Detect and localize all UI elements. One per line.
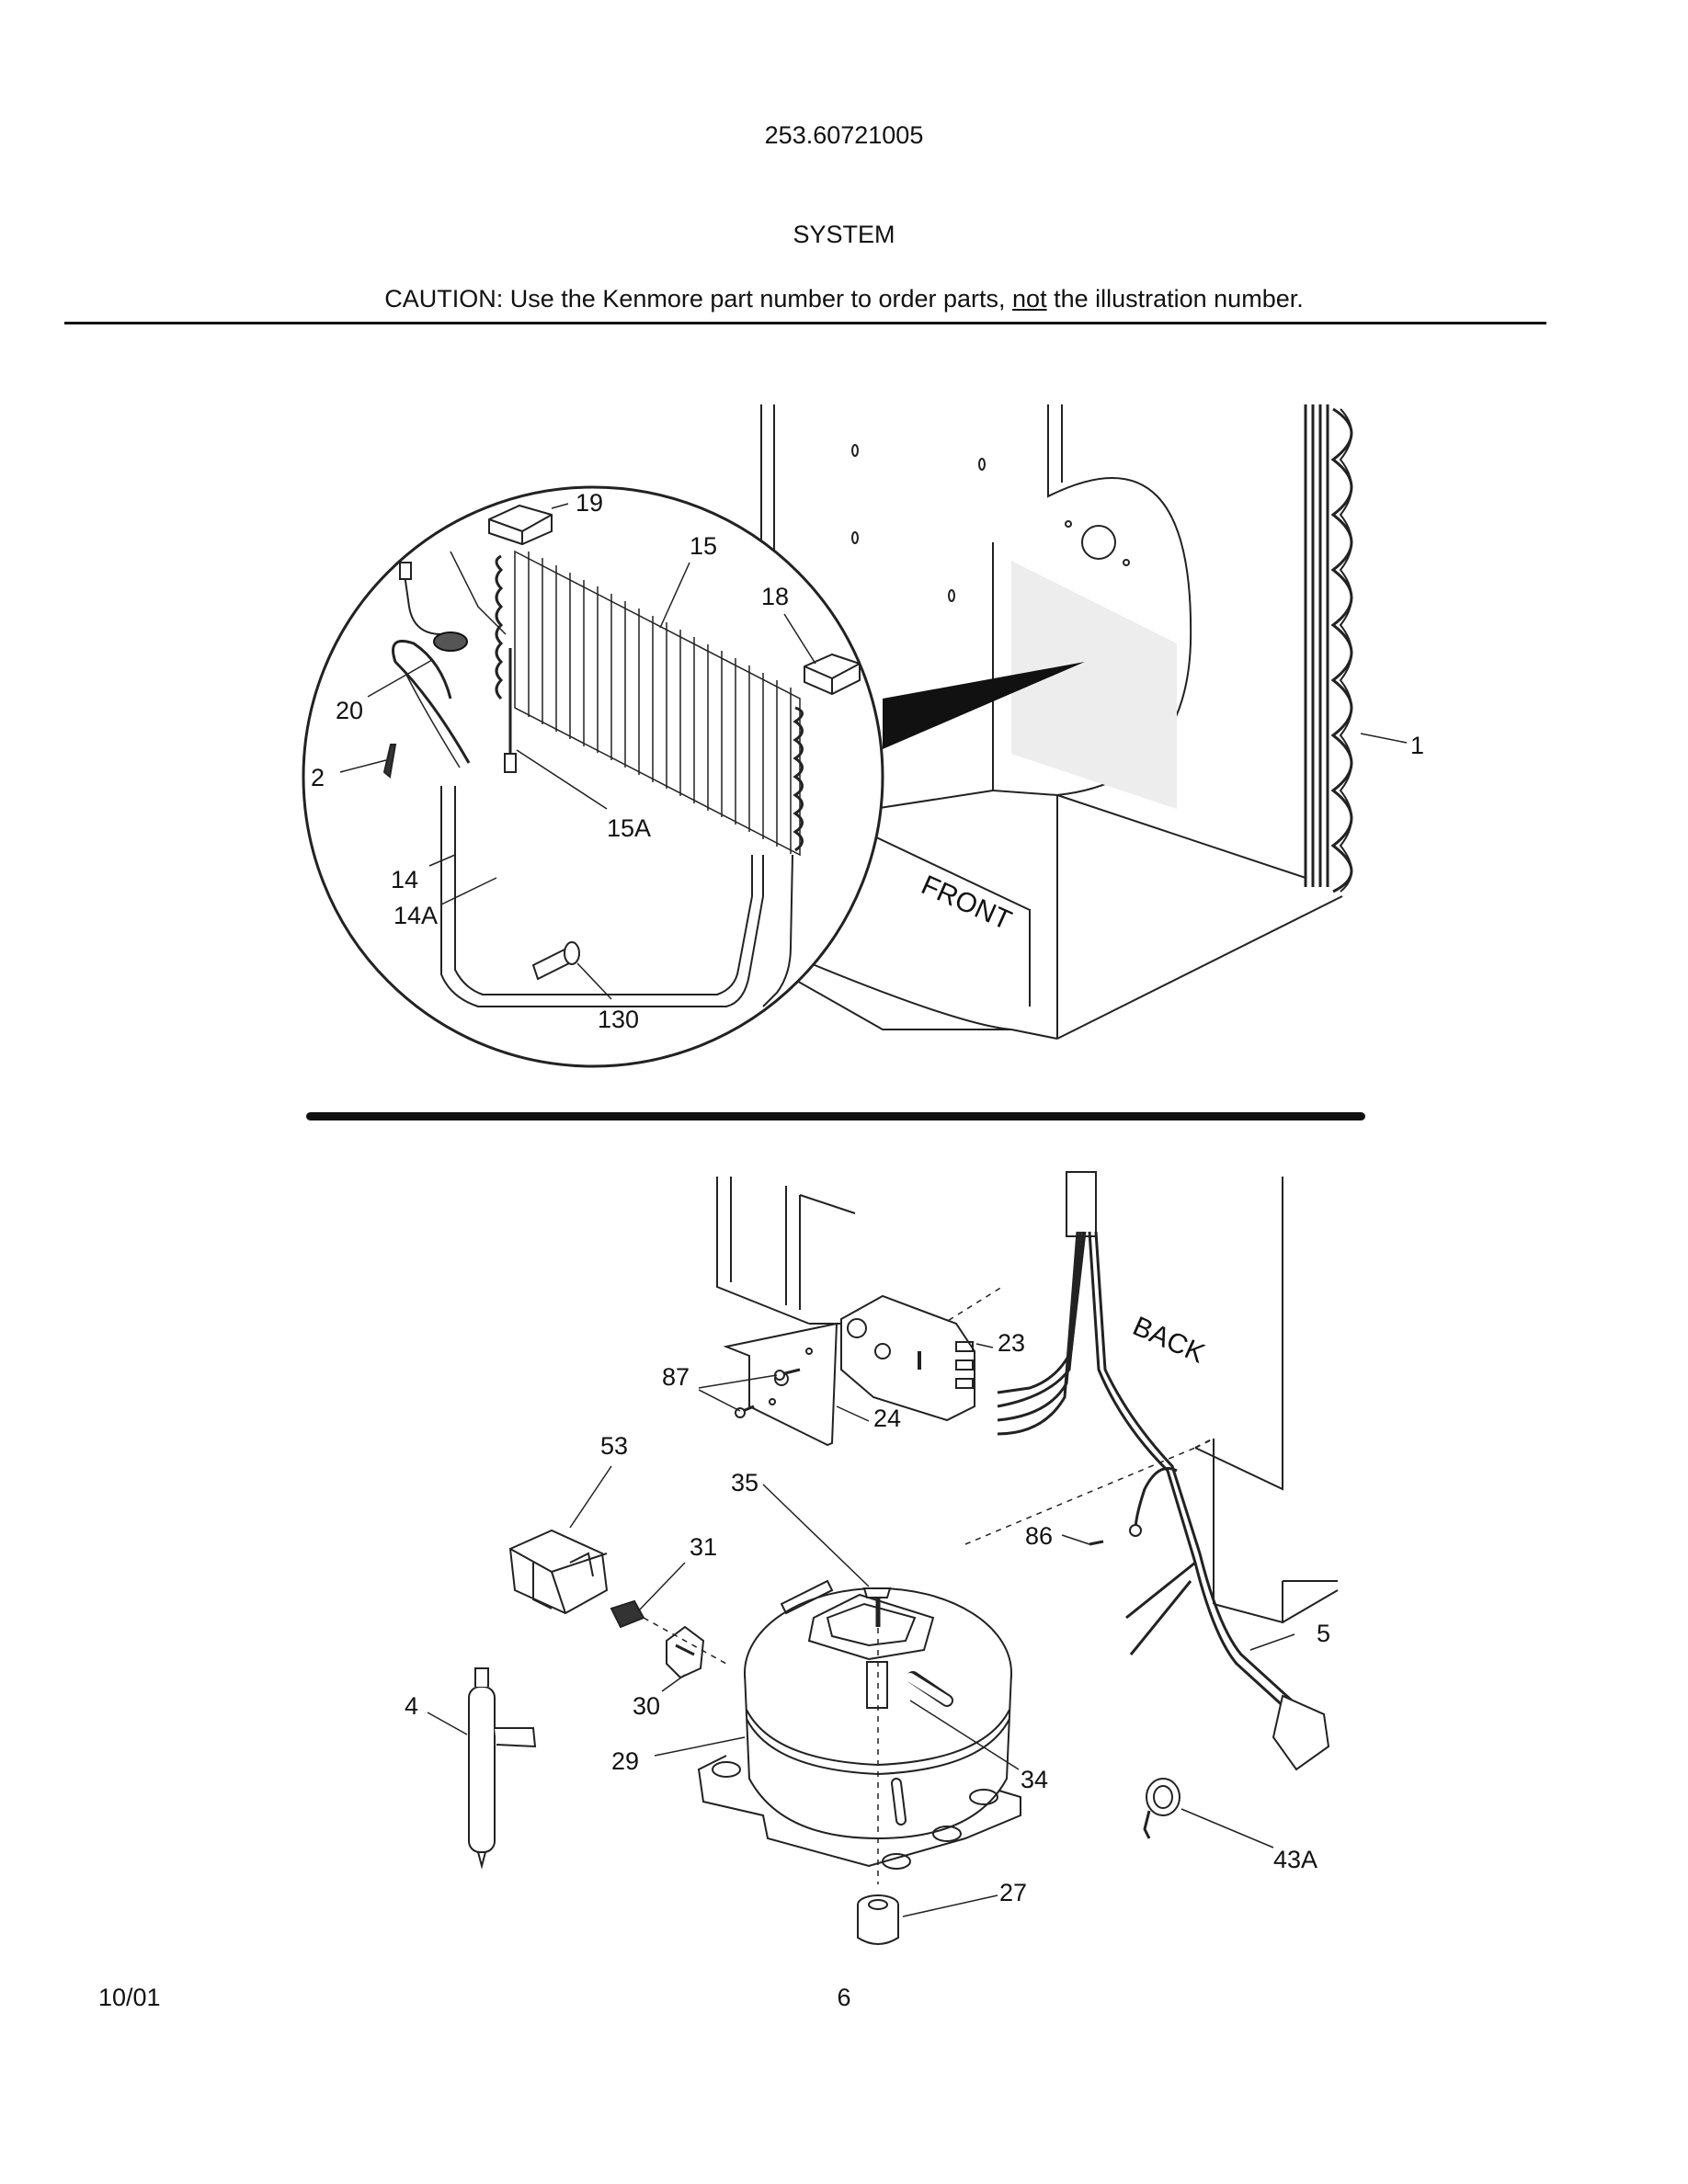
filter-drier [468,1667,537,1870]
section-divider [306,1112,1365,1120]
compressor [697,1579,1021,1884]
callout-19: 19 [576,489,603,517]
tubing-clamp [1143,1778,1180,1839]
overload-protector [610,1599,645,1629]
assembly-guide-line [643,1617,727,1665]
grommet [857,1894,899,1945]
top-callout-labels: 19 15 18 20 2 15A 14 14A 130 1 [311,489,1424,1033]
callout-5: 5 [1317,1620,1330,1647]
revision-date: 10/01 [98,1984,161,2011]
callout-1: 1 [1410,732,1424,759]
callout-4: 4 [405,1692,418,1720]
ground-screw [1089,1540,1104,1546]
caution-text-end: the illustration number. [1046,285,1304,313]
callout-53: 53 [600,1432,628,1460]
defrost-timer [840,1294,975,1422]
caution-notice: CAUTION: Use the Kenmore part number to … [0,285,1688,313]
timer-bracket [723,1322,838,1447]
evaporator-detail-circle [302,485,884,1068]
callout-2: 2 [311,764,325,791]
page-number: 6 [837,1984,851,2011]
callout-35: 35 [731,1469,758,1496]
callout-30: 30 [633,1692,660,1720]
callout-15: 15 [690,532,717,560]
callout-14: 14 [391,866,418,893]
relay-cover [508,1529,609,1615]
back-orientation-label: BACK [1128,1311,1209,1369]
callout-14a: 14A [393,902,438,929]
location-pointer-arrow [883,662,1085,749]
section-title: SYSTEM [793,221,895,248]
callout-43a: 43A [1273,1846,1317,1873]
callout-86: 86 [1025,1522,1053,1550]
caution-text-start: CAUTION: Use the Kenmore part number to … [384,285,1013,313]
condenser-coil [1304,404,1353,893]
callout-15a: 15A [607,814,651,842]
callout-20: 20 [336,697,363,724]
callout-31: 31 [690,1533,717,1561]
callout-29: 29 [611,1747,639,1775]
callout-27: 27 [999,1879,1027,1906]
callout-130: 130 [598,1006,639,1033]
mounting-bolt [862,1587,892,1627]
callout-24: 24 [873,1405,901,1432]
bottom-callout-labels: 23 87 24 53 35 31 86 5 30 4 29 34 43A 27 [405,1329,1330,1906]
bottom-callout-leaders [427,1343,1295,1917]
model-number: 253.60721005 [764,121,924,149]
callout-23: 23 [998,1329,1025,1357]
callout-18: 18 [761,583,789,610]
mounting-screws [735,1368,801,1418]
start-relay [666,1625,705,1679]
callout-87: 87 [662,1363,690,1391]
header-divider [64,322,1546,324]
caution-text-underlined: not [1012,285,1047,313]
top-callout-leaders [339,503,1408,1000]
power-cord-harness [997,1171,1330,1771]
callout-34: 34 [1021,1766,1048,1793]
